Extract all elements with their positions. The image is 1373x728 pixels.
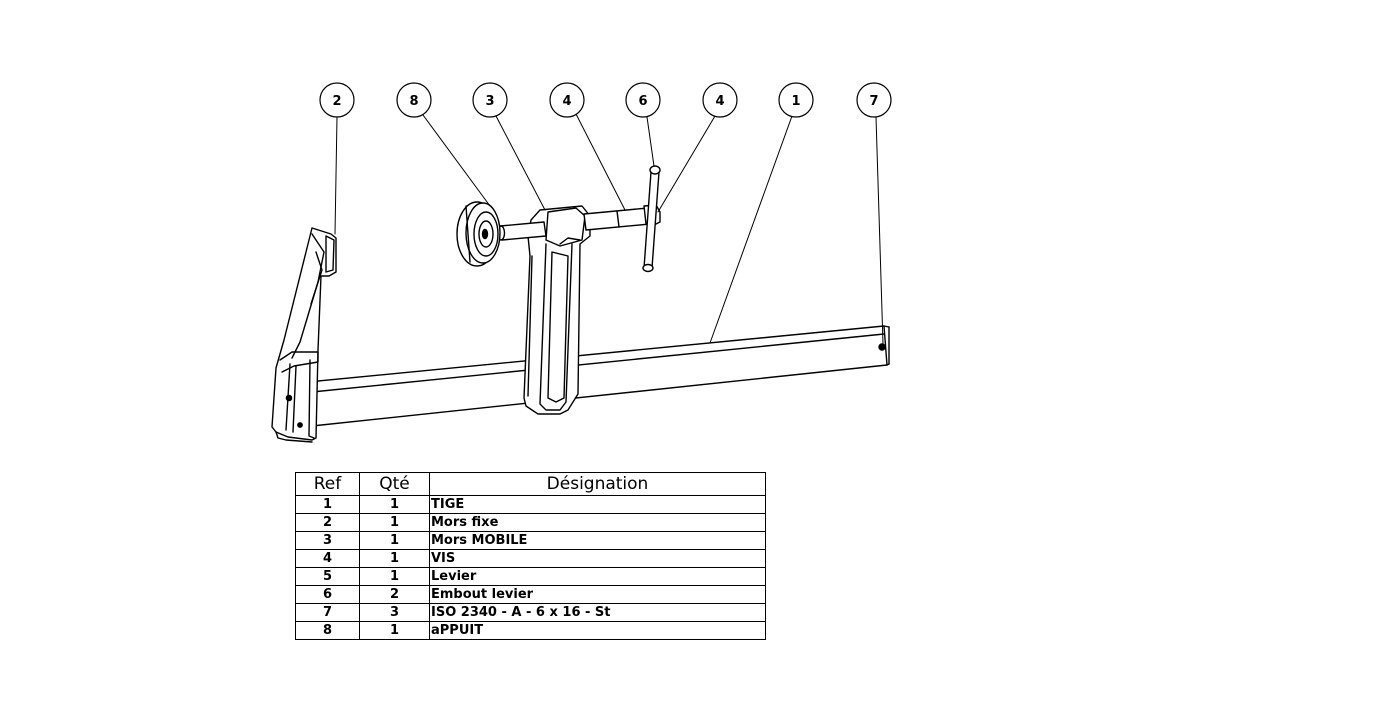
part-appuit-pad xyxy=(456,201,501,267)
balloon-3: 3 xyxy=(472,82,508,118)
bom-ref: 1 xyxy=(295,495,360,514)
part-mors-fixe xyxy=(271,227,337,443)
bom-row: 4 1 VIS xyxy=(295,549,766,568)
bom-row: 5 1 Levier xyxy=(295,567,766,586)
bom-ref: 5 xyxy=(295,567,360,586)
bom-row: 2 1 Mors fixe xyxy=(295,513,766,532)
balloon-1: 1 xyxy=(778,82,814,118)
bom-designation: aPPUIT xyxy=(429,621,766,640)
bom-qte: 1 xyxy=(359,567,430,586)
svg-text:7: 7 xyxy=(869,94,878,109)
svg-text:3: 3 xyxy=(485,94,494,109)
part-vis-screw xyxy=(496,204,661,241)
bom-designation: VIS xyxy=(429,549,766,568)
svg-text:8: 8 xyxy=(409,94,418,109)
bom-row: 1 1 TIGE xyxy=(295,495,766,514)
balloon-4-screw: 4 xyxy=(549,82,585,118)
bom-row: 8 1 aPPUIT xyxy=(295,621,766,640)
bom-qte: 1 xyxy=(359,549,430,568)
bom-designation: Embout levier xyxy=(429,585,766,604)
bom-designation: Mors MOBILE xyxy=(429,531,766,550)
bom-ref: 3 xyxy=(295,531,360,550)
balloon-6: 6 xyxy=(625,82,661,118)
bom-ref: 7 xyxy=(295,603,360,622)
bom-designation: TIGE xyxy=(429,495,766,514)
bom-row: 3 1 Mors MOBILE xyxy=(295,531,766,550)
bom-header-ref: Ref xyxy=(295,472,360,496)
svg-text:1: 1 xyxy=(791,94,800,109)
bom-designation: Mors fixe xyxy=(429,513,766,532)
svg-text:4: 4 xyxy=(562,94,571,109)
balloon-7: 7 xyxy=(856,82,892,118)
pin-hole xyxy=(878,343,886,351)
bom-qte: 1 xyxy=(359,531,430,550)
bom-row: 6 2 Embout levier xyxy=(295,585,766,604)
bom-header-qte: Qté xyxy=(359,472,430,496)
bom-qte: 1 xyxy=(359,513,430,532)
leader-lines xyxy=(334,113,884,345)
bom-qte: 3 xyxy=(359,603,430,622)
svg-text:2: 2 xyxy=(332,94,341,109)
bom-ref: 8 xyxy=(295,621,360,640)
balloon-2: 2 xyxy=(319,82,355,118)
svg-text:6: 6 xyxy=(638,94,647,109)
bom-qte: 1 xyxy=(359,495,430,514)
part-mors-mobile xyxy=(523,205,591,415)
bom-designation: Levier xyxy=(429,567,766,586)
bom-ref: 4 xyxy=(295,549,360,568)
balloon-4-handle: 4 xyxy=(702,82,738,118)
bom-row: 7 3 ISO 2340 - A - 6 x 16 - St xyxy=(295,603,766,622)
bom-ref: 2 xyxy=(295,513,360,532)
bom-header-row: Ref Qté Désignation xyxy=(295,472,766,496)
bom-qte: 1 xyxy=(359,621,430,640)
balloon-8: 8 xyxy=(396,82,432,118)
bom-ref: 6 xyxy=(295,585,360,604)
bom-designation: ISO 2340 - A - 6 x 16 - St xyxy=(429,603,766,622)
part-tige-bar xyxy=(307,325,890,427)
svg-text:4: 4 xyxy=(715,94,724,109)
part-levier-handle xyxy=(642,165,661,273)
bom-header-designation: Désignation xyxy=(429,472,766,496)
bill-of-materials: Ref Qté Désignation 1 1 TIGE 2 1 Mors fi… xyxy=(295,472,766,640)
bom-qte: 2 xyxy=(359,585,430,604)
